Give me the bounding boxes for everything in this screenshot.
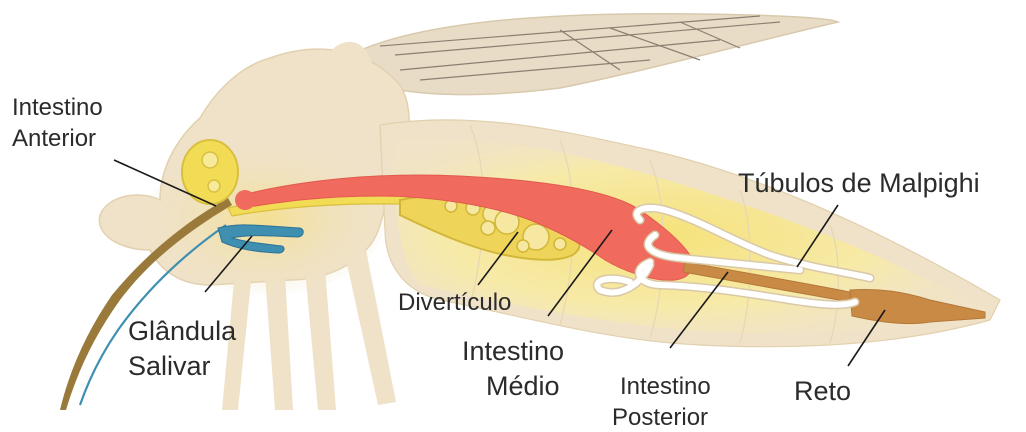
- label-tubulos-malpighi: Túbulos de Malpighi: [738, 168, 980, 198]
- label-intestino-posterior-line1: Intestino: [620, 373, 711, 400]
- label-intestino-medio-line2: Médio: [486, 371, 560, 401]
- label-reto: Reto: [794, 376, 851, 406]
- label-glandula-salivar-line2: Salivar: [128, 351, 211, 381]
- label-diverticulo: Divertículo: [398, 289, 511, 316]
- label-intestino-medio-line1: Intestino: [462, 336, 564, 366]
- label-glandula-salivar-line1: Glândula: [128, 316, 237, 346]
- label-intestino-anterior-line1: Intestino: [12, 94, 103, 121]
- label-intestino-anterior-line2: Anterior: [12, 125, 96, 152]
- label-intestino-posterior-line2: Posterior: [612, 404, 708, 431]
- wing: [350, 14, 838, 95]
